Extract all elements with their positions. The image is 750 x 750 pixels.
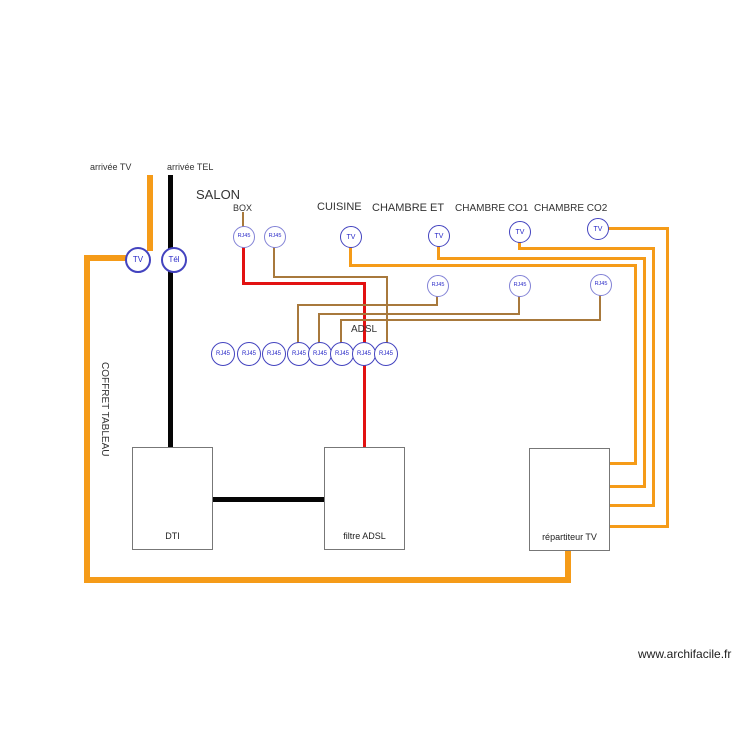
device-dti-label: DTI	[165, 531, 180, 541]
wire-tv-cuisine-port	[609, 462, 637, 465]
wire-tv-chambre-et-down	[437, 244, 440, 260]
wire-chambre-co2-drop	[340, 319, 342, 343]
wire-tv-chambre-et-across	[437, 257, 646, 260]
outlet-rj45-row-8[interactable]: RJ45	[374, 342, 398, 366]
wire-salon-rj45-across	[273, 276, 388, 278]
wire-tv-chambre-co2-across	[606, 227, 669, 230]
outlet-rj45-chambre-et[interactable]: RJ45	[427, 275, 449, 297]
label-room-chambre-co2: CHAMBRE CO2	[534, 203, 608, 214]
outlet-tv-cuisine[interactable]: TV	[340, 226, 362, 248]
outlet-rj45-row-3[interactable]: RJ45	[262, 342, 286, 366]
label-adsl: ADSL	[351, 324, 378, 335]
wire-dti-filtre	[212, 497, 324, 502]
device-dti[interactable]: DTI	[132, 447, 213, 550]
outlet-tv-main[interactable]: TV	[125, 247, 151, 273]
wire-salon-rj45-drop	[386, 276, 388, 343]
wire-chambre-co1-across	[318, 313, 520, 315]
wire-tv-chambre-co2-port	[609, 525, 669, 528]
wire-chambre-et-down	[436, 295, 438, 306]
label-room-chambre-co1: CHAMBRE CO1	[455, 203, 529, 214]
wire-arrivee-tv	[147, 175, 153, 251]
wire-box-down	[242, 246, 245, 285]
wire-box-stem	[242, 212, 244, 227]
label-room-chambre-et: CHAMBRE ET	[372, 202, 445, 214]
outlet-tv-chambre-et[interactable]: TV	[428, 225, 450, 247]
device-filtre-adsl-label: filtre ADSL	[343, 531, 386, 541]
label-arrivee-tv: arrivée TV	[90, 162, 132, 172]
outlet-rj45-box[interactable]: RJ45	[233, 226, 255, 248]
wire-tv-chambre-co1-drop	[652, 247, 655, 507]
device-filtre-adsl[interactable]: filtre ADSL	[324, 447, 405, 550]
outlet-rj45-row-5[interactable]: RJ45	[308, 342, 332, 366]
wire-chambre-et-across	[297, 304, 438, 306]
wire-tv-chambre-co2-drop	[666, 227, 669, 528]
wire-tv-chambre-co1-down	[518, 240, 521, 250]
outlet-tv-chambre-co1[interactable]: TV	[509, 221, 531, 243]
wire-tv-cuisine-across	[349, 264, 637, 267]
wire-chambre-co2-down	[599, 294, 601, 321]
outlet-rj45-row-7[interactable]: RJ45	[352, 342, 376, 366]
wire-coffret-top	[84, 255, 128, 261]
outlet-rj45-chambre-co1[interactable]: RJ45	[509, 275, 531, 297]
wire-chambre-co1-down	[518, 295, 520, 315]
label-arrivee-tel: arrivée TEL	[167, 162, 214, 172]
outlet-rj45-row-1[interactable]: RJ45	[211, 342, 235, 366]
wire-tv-cuisine-drop	[634, 264, 637, 465]
wire-coffret-bottom	[84, 577, 571, 583]
watermark-link[interactable]: www.archifacile.fr	[638, 647, 732, 661]
wire-arrivee-tel	[168, 175, 173, 447]
outlet-rj45-salon[interactable]: RJ45	[264, 226, 286, 248]
outlet-rj45-row-6[interactable]: RJ45	[330, 342, 354, 366]
wire-salon-rj45-down	[273, 246, 275, 278]
wire-chambre-et-drop	[297, 304, 299, 343]
wire-coffret-left	[84, 255, 90, 583]
wire-coffret-riser	[565, 550, 571, 580]
device-repartiteur-tv[interactable]: répartiteur TV	[529, 448, 610, 551]
outlet-rj45-chambre-co2[interactable]: RJ45	[590, 274, 612, 296]
label-room-cuisine: CUISINE	[317, 201, 362, 213]
label-salon: SALON	[196, 187, 241, 202]
wire-tv-chambre-et-port	[609, 485, 646, 488]
wire-chambre-co2-across	[340, 319, 601, 321]
outlet-tv-chambre-co2[interactable]: TV	[587, 218, 609, 240]
outlet-rj45-row-2[interactable]: RJ45	[237, 342, 261, 366]
wire-chambre-co1-drop	[318, 313, 320, 343]
label-coffret-tableau: COFFRET TABLEAU	[99, 362, 110, 457]
wire-box-across	[242, 282, 366, 285]
device-repartiteur-tv-label: répartiteur TV	[542, 532, 597, 542]
wire-tv-cuisine-down	[349, 245, 352, 267]
label-box: BOX	[233, 203, 253, 213]
wire-tv-chambre-et-drop	[643, 257, 646, 488]
wire-tv-chambre-co1-across	[518, 247, 655, 250]
wire-tv-chambre-co1-port	[609, 504, 655, 507]
outlet-tel-main[interactable]: Tél	[161, 247, 187, 273]
